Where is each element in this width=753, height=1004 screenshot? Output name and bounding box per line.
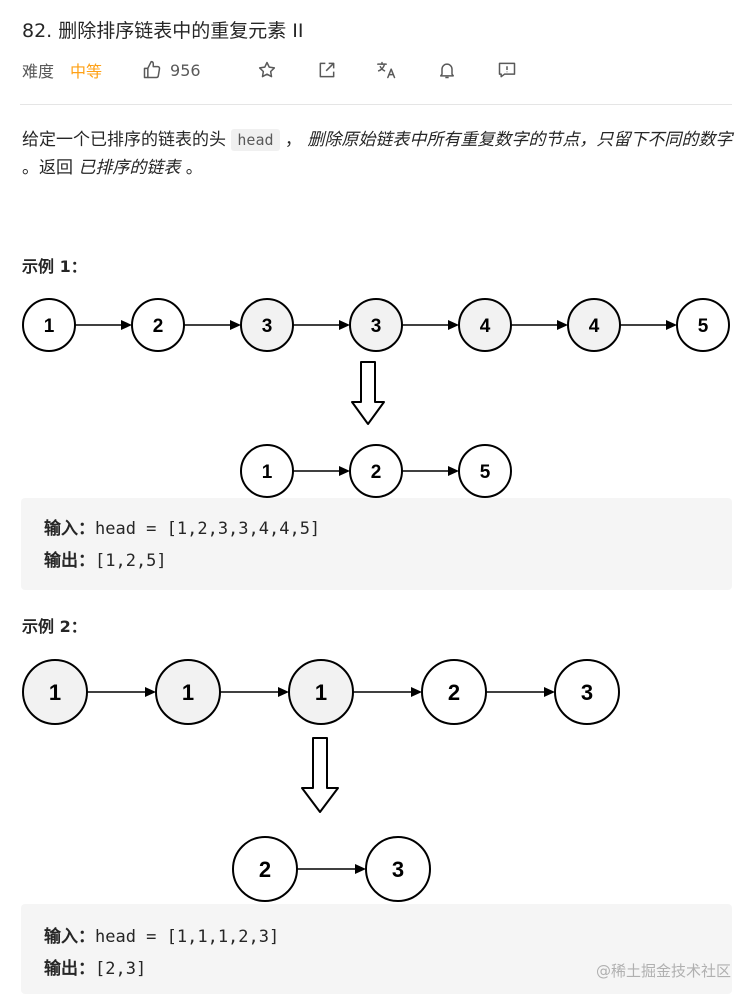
after-list-node-value: 5 [480,462,491,483]
description-text: ， [279,130,308,150]
example-1-diagram: 1 2 3 3 4 4 5 1 2 5 [22,298,730,498]
before-list-node-value: 1 [182,680,194,705]
transform-arrow [301,737,339,813]
difficulty-label: 难度 [22,62,55,81]
before-list-arrow-head [145,687,156,697]
translate-icon [376,61,395,79]
input-value: head = [1,2,3,3,4,4,5] [95,519,321,539]
before-list-node-value: 1 [44,316,55,337]
before-list-node [567,298,621,352]
before-list-node [554,659,620,725]
before-list-arrow-head [544,687,555,697]
subscribe-button[interactable] [429,56,465,84]
example-1-title: 示例 1： [22,257,87,276]
after-list-node-value: 2 [371,462,382,483]
before-list-node [458,298,512,352]
before-list-arrow-head [339,320,350,330]
example-1-output-line: 输出：[1,2,5] [44,546,167,571]
after-list-node-value: 2 [259,857,271,882]
problem-title: 82. 删除排序链表中的重复元素 II [22,20,304,42]
difficulty-value: 中等 [70,62,103,81]
before-list-arrow-head [411,687,422,697]
input-value: head = [1,1,1,2,3] [95,927,280,947]
before-list-node [22,298,76,352]
description-text: 给定一个已排序的链表的头 [22,130,232,150]
before-list-node [288,659,354,725]
problem-description: 给定一个已排序的链表的头 head ， 删除原始链表中所有重复数字的节点，只留下… [22,126,734,182]
inline-code-head: head [231,129,280,151]
output-value: [2,3] [95,959,147,979]
example-1-input-line: 输入：head = [1,2,3,3,4,4,5] [44,514,320,539]
before-list-node-value: 3 [262,316,273,337]
like-button[interactable]: 956 [142,60,201,80]
feedback-icon [498,62,515,78]
before-list-node [155,659,221,725]
before-list-arrow-head [448,320,459,330]
example-1-codeblock: 输入：head = [1,2,3,3,4,4,5] 输出：[1,2,5] [21,498,732,590]
output-label: 输出： [44,959,95,979]
before-list-node-value: 3 [371,316,382,337]
before-list-arrow-head [666,320,677,330]
before-list-node [240,298,294,352]
before-list-node [421,659,487,725]
description-text: 。 [180,158,203,178]
before-list-node-value: 2 [153,316,164,337]
before-list-node [22,659,88,725]
before-list-arrow-head [230,320,241,330]
output-value: [1,2,5] [95,551,167,571]
before-list-node-value: 4 [589,316,600,337]
feedback-button[interactable] [489,56,525,84]
description-emphasis: 删除原始链表中所有重复数字的节点，只留下不同的数字 [307,130,733,150]
translate-button[interactable] [369,56,405,84]
before-list-node-value: 4 [480,316,491,337]
input-label: 输入： [44,927,95,947]
after-list-arrow-head [448,466,459,476]
after-list-arrow-head [355,864,366,874]
after-list-node [349,444,403,498]
before-list-node [349,298,403,352]
header-divider [20,104,732,105]
description-text: 。返回 [22,158,79,178]
before-list-arrow-head [557,320,568,330]
after-list-node [365,836,431,902]
example-2-input-line: 输入：head = [1,1,1,2,3] [44,922,279,947]
example-2-diagram: 1 1 1 2 3 2 3 [22,659,620,902]
example-2-title: 示例 2： [22,617,87,636]
after-list-node-value: 3 [392,857,404,882]
after-list-node [458,444,512,498]
after-list-arrow-head [339,466,350,476]
before-list-node-value: 2 [448,680,460,705]
after-list-node-value: 1 [262,462,273,483]
after-list-node [232,836,298,902]
before-list-node-value: 3 [581,680,593,705]
input-label: 输入： [44,519,95,539]
before-list-node-value: 1 [49,680,61,705]
share-icon [319,62,334,78]
watermark: @稀土掘金技术社区 [595,962,731,980]
thumbs-up-icon [143,60,161,79]
output-label: 输出： [44,551,95,571]
bell-icon [439,63,454,79]
description-emphasis: 已排序的链表 [78,158,181,178]
before-list-arrow-head [278,687,289,697]
like-count: 956 [170,60,201,80]
before-list-node-value: 5 [698,316,709,337]
star-icon [258,61,275,78]
before-list-node [676,298,730,352]
before-list-arrow-head [121,320,132,330]
share-button[interactable] [309,56,345,84]
transform-arrow [351,361,385,425]
problem-meta-bar: 难度 中等 956 [22,56,525,84]
example-2-output-line: 输出：[2,3] [44,954,146,979]
after-list-node [240,444,294,498]
example-2-codeblock: 输入：head = [1,1,1,2,3] 输出：[2,3] [21,904,732,994]
before-list-node-value: 1 [315,680,327,705]
favorite-button[interactable] [249,56,285,84]
before-list-node [131,298,185,352]
